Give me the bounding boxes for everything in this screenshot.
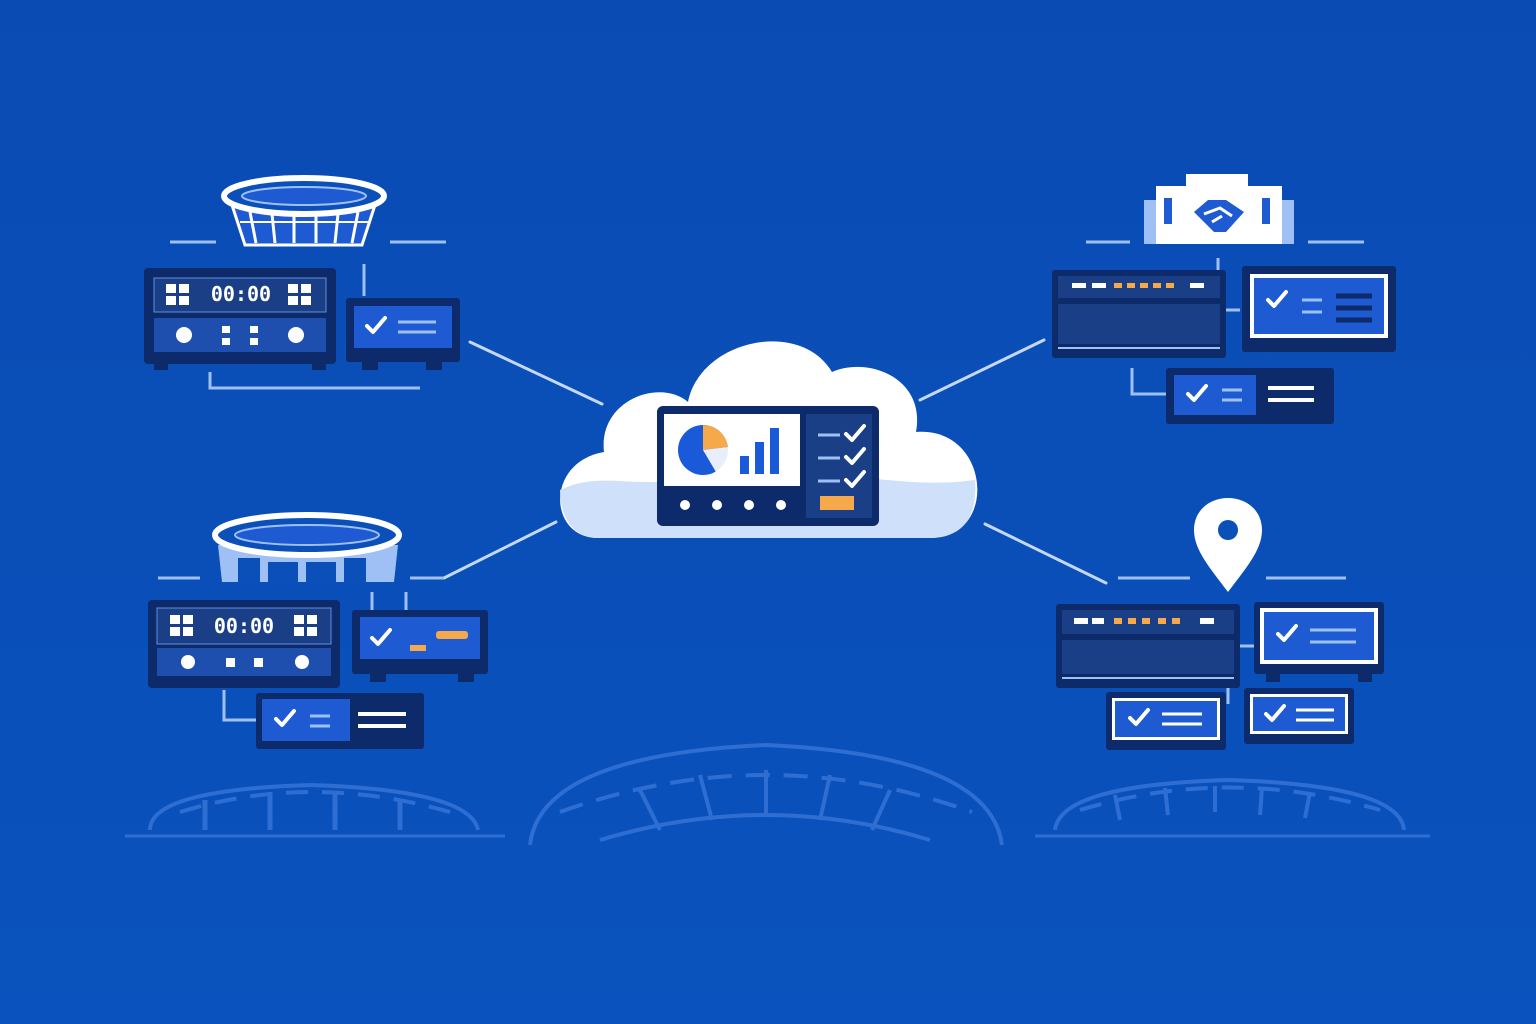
decor-lines xyxy=(1086,240,1364,396)
pie-chart-icon xyxy=(678,424,729,475)
status-monitor-c2 xyxy=(1166,368,1334,424)
node-stadium-b: 00:00 xyxy=(148,512,488,749)
decor-lines xyxy=(1118,576,1346,704)
scoreboard-b: 00:00 xyxy=(148,600,340,688)
decor-lines xyxy=(158,576,444,722)
checklist-icon xyxy=(806,414,872,518)
status-monitor-a xyxy=(346,298,460,370)
status-monitor-d3 xyxy=(1244,688,1354,744)
dial-icon xyxy=(181,655,195,669)
scoreboard-a: 00:00 xyxy=(144,268,336,370)
status-monitor-b2 xyxy=(256,693,424,749)
decor-lines xyxy=(170,240,446,390)
status-monitor-b1 xyxy=(352,610,488,682)
scoreboard-clock: 00:00 xyxy=(211,282,271,306)
bar-chart-icon xyxy=(740,428,779,474)
status-monitor-c1 xyxy=(1242,266,1396,352)
node-partner-office xyxy=(1052,174,1396,424)
stadium-icon xyxy=(212,512,402,582)
link-hub-stadium-a xyxy=(468,340,604,406)
dashboard-indicator-dots xyxy=(680,500,786,510)
node-stadium-a: 00:00 xyxy=(144,175,460,390)
background-stadium-outlines xyxy=(125,742,1430,846)
server-rack-c xyxy=(1052,270,1226,358)
node-venue-location xyxy=(1056,498,1384,750)
dial-icon xyxy=(176,327,192,343)
server-rack-d xyxy=(1056,604,1240,688)
dial-icon xyxy=(288,327,304,343)
scoreboard-clock: 00:00 xyxy=(214,614,274,638)
status-monitor-d1 xyxy=(1254,602,1384,682)
dial-icon xyxy=(295,655,309,669)
status-monitor-d2 xyxy=(1106,692,1226,750)
location-pin-icon xyxy=(1194,498,1262,592)
cloud-hub xyxy=(560,341,978,538)
stadium-icon xyxy=(221,175,387,247)
link-hub-venue-location xyxy=(983,522,1108,585)
grid-icon xyxy=(166,284,311,305)
connector-lines xyxy=(442,338,1108,585)
link-hub-partner-office xyxy=(918,338,1046,402)
handshake-building-icon xyxy=(1144,174,1294,244)
grid-icon xyxy=(170,615,317,636)
link-hub-stadium-b xyxy=(442,520,558,580)
